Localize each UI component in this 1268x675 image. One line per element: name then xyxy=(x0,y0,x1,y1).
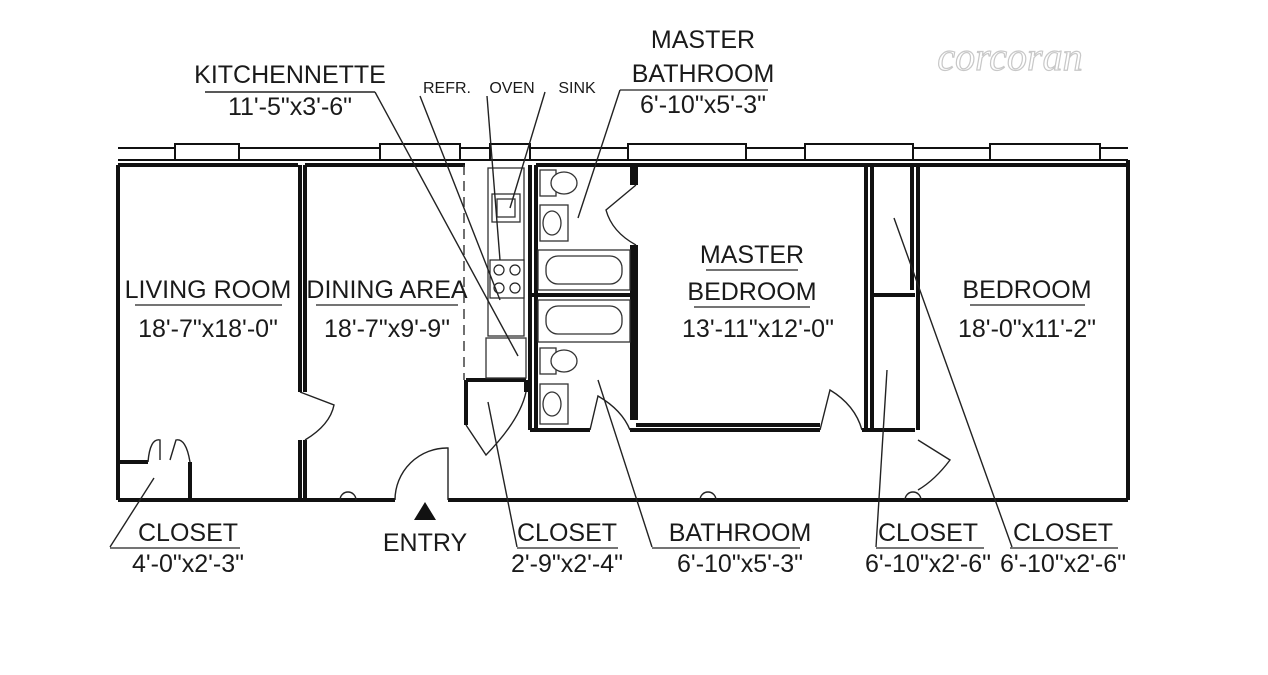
kitchen-fixtures xyxy=(463,165,527,380)
master-bedroom-name-2: BEDROOM xyxy=(687,278,816,306)
door-swings xyxy=(147,184,952,501)
closet3-name: CLOSET xyxy=(878,519,978,547)
dining-area-dims: 18'-7"x9'-9" xyxy=(324,315,450,343)
dining-area-name: DINING AREA xyxy=(306,276,467,304)
entry-arrow-icon xyxy=(414,502,436,520)
stove-icon xyxy=(489,259,525,299)
label-leader-lines xyxy=(109,89,1013,548)
closet1-name: CLOSET xyxy=(138,519,238,547)
closet4-name: CLOSET xyxy=(1013,519,1113,547)
kitchen-dims: 11'-5"x3'-6" xyxy=(228,93,352,121)
closet4-dims: 6'-10"x2'-6" xyxy=(1000,550,1126,578)
closet2-name: CLOSET xyxy=(517,519,617,547)
oven-label: OVEN xyxy=(489,80,534,97)
master-bath-name-1: MASTER xyxy=(651,26,755,54)
sink-label: SINK xyxy=(558,80,596,97)
bathroom-name: BATHROOM xyxy=(669,519,812,547)
exterior-wall-top xyxy=(118,143,1128,161)
entry-label: ENTRY xyxy=(383,529,468,557)
room-labels: KITCHENNETTE 11'-5"x3'-6" REFR. OVEN SIN… xyxy=(110,26,1126,578)
living-room-name: LIVING ROOM xyxy=(125,276,292,304)
watermark-logo: corcoran xyxy=(937,34,1082,79)
master-bedroom-dims: 13'-11"x12'-0" xyxy=(682,315,834,343)
bedroom-name: BEDROOM xyxy=(962,276,1091,304)
closet2-dims: 2'-9"x2'-4" xyxy=(511,550,623,578)
bedroom-dims: 18'-0"x11'-2" xyxy=(958,315,1096,343)
kitchen-name: KITCHENNETTE xyxy=(194,61,386,89)
closet3-dims: 6'-10"x2'-6" xyxy=(865,550,991,578)
living-room-dims: 18'-7"x18'-0" xyxy=(138,315,278,343)
bath-fixtures xyxy=(537,169,631,425)
master-bedroom-name-1: MASTER xyxy=(700,241,804,269)
master-bath-name-2: BATHROOM xyxy=(632,60,775,88)
refr-label: REFR. xyxy=(423,80,471,97)
master-bath-dims: 6'-10"x5'-3" xyxy=(640,91,766,119)
bathroom-dims: 6'-10"x5'-3" xyxy=(677,550,803,578)
closet1-dims: 4'-0"x2'-3" xyxy=(132,550,244,578)
walls xyxy=(116,160,1130,502)
refrigerator-icon xyxy=(485,337,527,379)
